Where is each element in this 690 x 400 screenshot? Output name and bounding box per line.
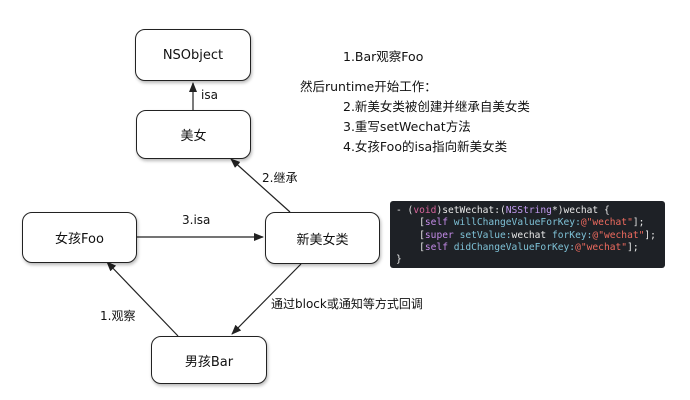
code-line-4: [self didChangeValueForKey:@"wechat"]; [396,241,639,253]
edge-boy-to-girl [106,261,179,337]
note-line-1: 1.Bar观察Foo [343,49,424,64]
edge-label-notify: 通过block或通知等方式回调 [271,297,423,311]
note-line-3: 2.新美女类被创建并继承自美女类 [343,99,530,114]
edge-label-isa-top: isa [201,88,218,102]
code-line-2: [self willChangeValueForKey:@"wechat"]; [396,217,645,229]
notes-block: 1.Bar观察Foo 然后runtime开始工作： 2.新美女类被创建并继承自美… [300,47,530,157]
node-girl-foo-label: 女孩Foo [55,232,104,247]
node-girl-foo: 女孩Foo [22,212,137,263]
edge-label-observe: 1.观察 [100,309,136,323]
code-line-5: } [396,254,402,266]
code-snippet: - (void)setWechat:(NSString*)wechat { [s… [390,201,665,268]
note-line-5: 4.女孩Foo的isa指向新美女类 [343,139,508,154]
code-line-1: - (void)setWechat:(NSString*)wechat { [396,205,610,216]
note-line-4: 3.重写setWechat方法 [343,119,471,134]
node-new-beauty: 新美女类 [265,212,380,264]
edge-label-isa-mid: 3.isa [182,213,211,227]
node-beauty-label: 美女 [180,129,207,144]
edge-new-beauty-to-boy [231,263,302,335]
edge-new-beauty-to-beauty [230,158,291,213]
note-line-2: 然后runtime开始工作： [300,79,437,94]
node-boy-bar-label: 男孩Bar [184,354,234,370]
node-new-beauty-label: 新美女类 [296,232,349,248]
code-line-3: [super setValue:wechat forKey:@"wechat"]… [396,229,656,241]
node-nsobject-label: NSObject [162,47,224,63]
node-beauty: 美女 [136,110,251,159]
edge-label-inherit: 2.继承 [262,171,298,185]
node-boy-bar: 男孩Bar [151,336,267,384]
node-nsobject: NSObject [135,29,251,81]
